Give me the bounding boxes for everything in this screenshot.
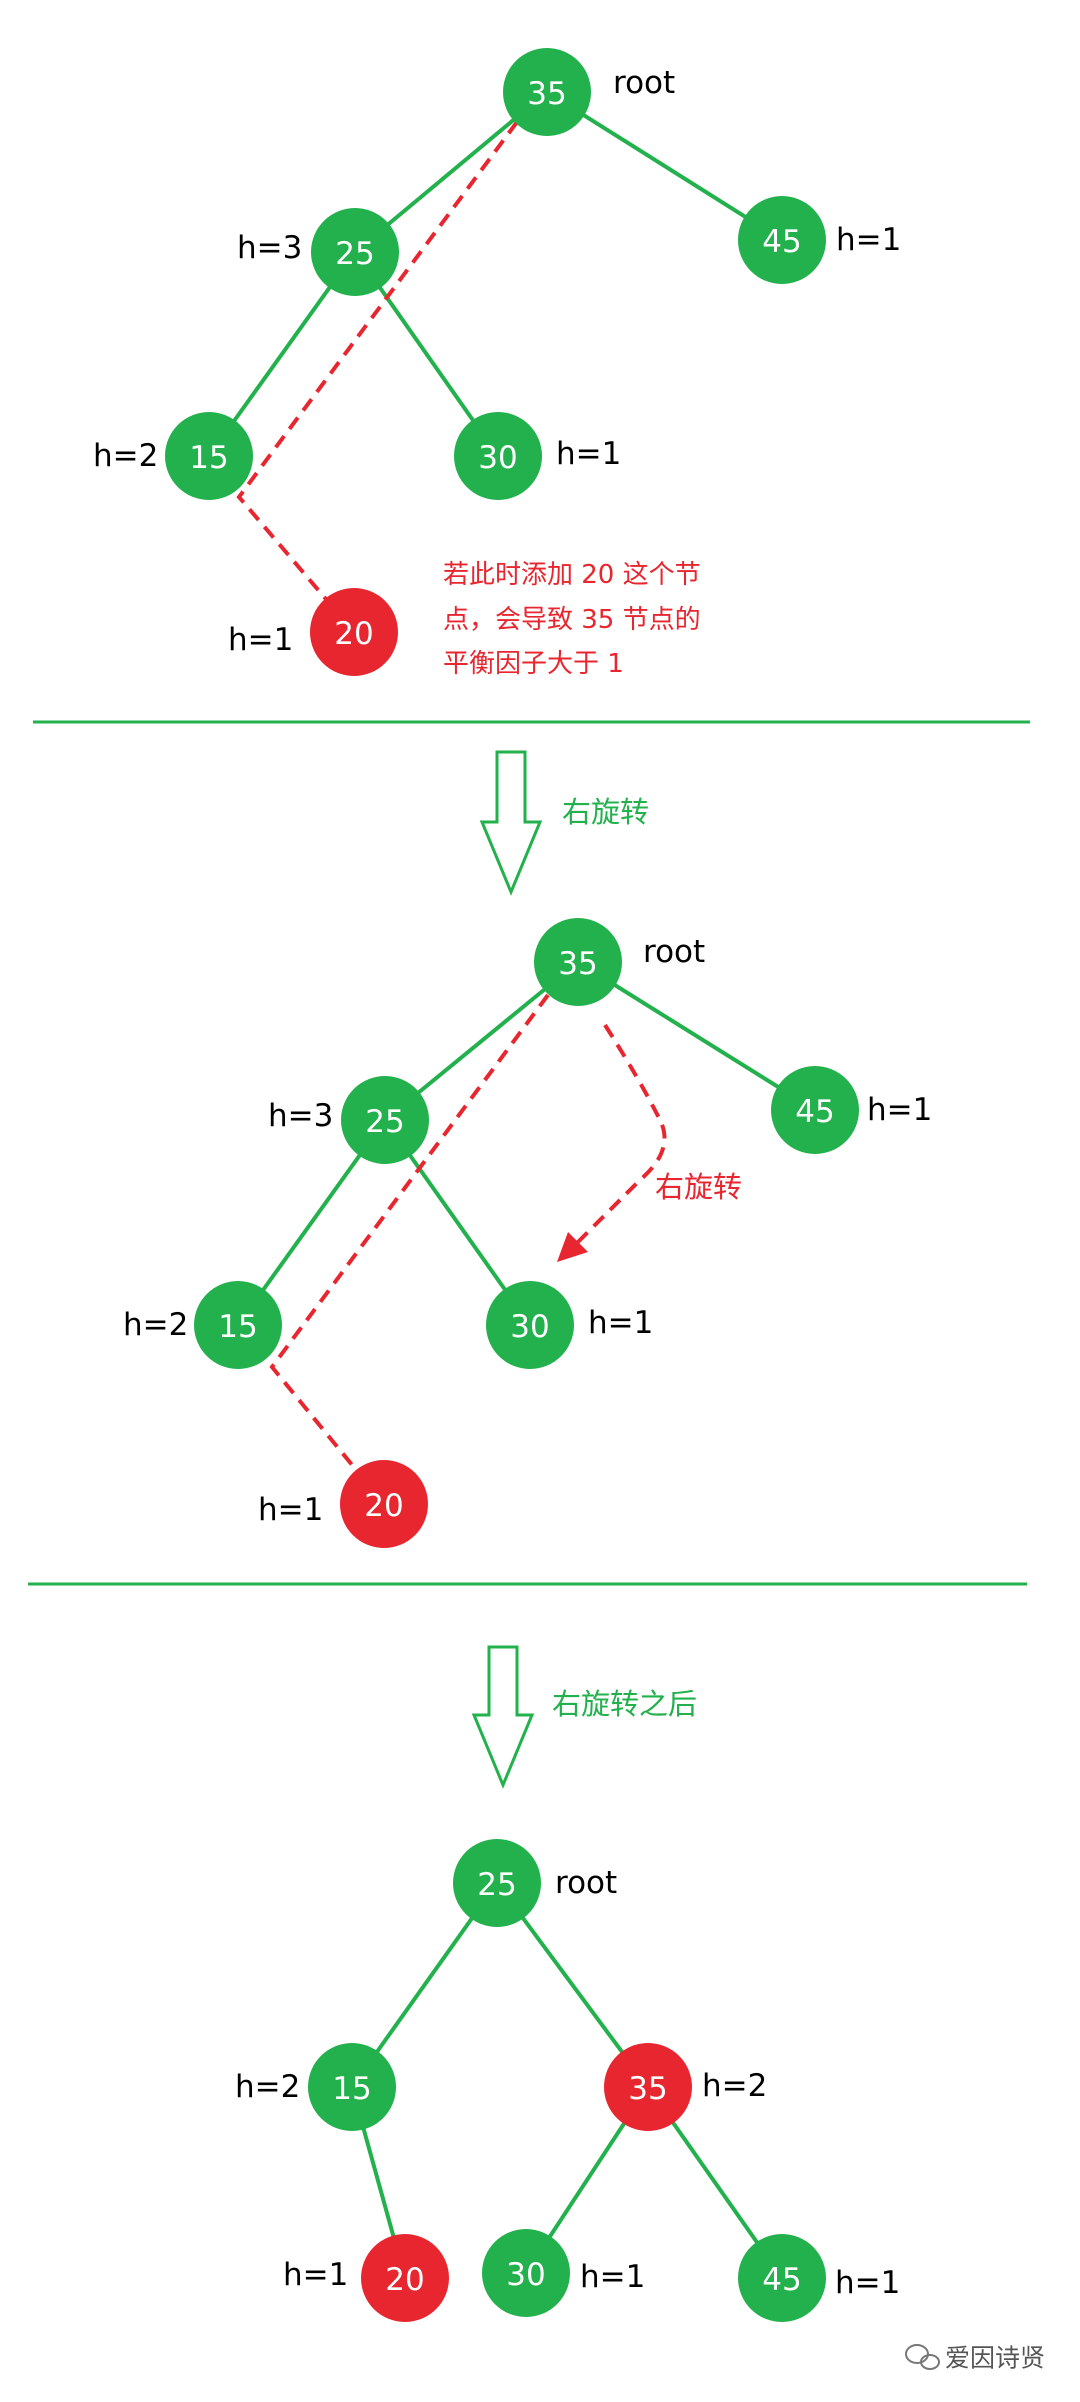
- node-45: 45: [738, 196, 826, 284]
- panel-1-before-insert: 35 25 45 15 30 20 root h=3 h=1 h=2 h=1 h…: [93, 48, 901, 679]
- node-20: 20: [361, 2234, 449, 2322]
- node-15-value: 15: [332, 2071, 371, 2107]
- node-35-value: 35: [628, 2071, 667, 2107]
- watermark-text: 爱因诗贤: [945, 2344, 1045, 2373]
- dashed-insert-path: [236, 120, 519, 634]
- watermark: 爱因诗贤: [905, 2344, 1045, 2373]
- node-15: 15: [165, 412, 253, 500]
- rotate-label: 右旋转: [655, 1170, 742, 1204]
- height-label-15: h=2: [93, 438, 158, 474]
- dashed-insert-path: [269, 993, 550, 1506]
- node-30-value: 30: [478, 440, 517, 476]
- node-15-value: 15: [189, 440, 228, 476]
- node-35: 35: [503, 48, 591, 136]
- node-30-value: 30: [506, 2257, 545, 2293]
- edge-35-45: [576, 960, 817, 1112]
- height-label-45: h=1: [835, 2265, 900, 2301]
- node-30: 30: [486, 1281, 574, 1369]
- node-30: 30: [482, 2229, 570, 2317]
- node-15: 15: [308, 2043, 396, 2131]
- node-35-value: 35: [558, 946, 597, 982]
- height-label-35: h=2: [702, 2068, 767, 2104]
- height-label-45: h=1: [836, 222, 901, 258]
- node-45-value: 45: [762, 2262, 801, 2298]
- panel-2-rotation: 35 25 45 15 30 20 root h=3 h=1 h=2 h=1 h…: [123, 918, 932, 1548]
- down-arrow-2: [471, 1645, 535, 1789]
- node-25-value: 25: [477, 1867, 516, 1903]
- root-label: root: [555, 1865, 617, 1901]
- node-35-value: 35: [527, 76, 566, 112]
- height-label-15: h=2: [123, 1307, 188, 1343]
- height-label-45: h=1: [867, 1092, 932, 1128]
- rotate-arrow-path: [573, 1023, 667, 1247]
- height-label-15: h=2: [235, 2069, 300, 2105]
- node-45-value: 45: [762, 224, 801, 260]
- note-line-2: 点，会导致 35 节点的: [443, 605, 701, 635]
- root-label: root: [613, 65, 675, 101]
- node-25-value: 25: [335, 236, 374, 272]
- height-label-20: h=1: [228, 622, 293, 658]
- down-arrow-1: [479, 750, 543, 896]
- arrow-2-label: 右旋转之后: [552, 1687, 697, 1721]
- node-35: 35: [534, 918, 622, 1006]
- height-label-30: h=1: [580, 2259, 645, 2295]
- node-20: 20: [340, 1460, 428, 1548]
- node-30: 30: [454, 412, 542, 500]
- arrow-1-label: 右旋转: [562, 795, 649, 829]
- edge-35-45: [545, 90, 784, 242]
- node-45-value: 45: [795, 1094, 834, 1130]
- node-45: 45: [771, 1066, 859, 1154]
- node-15-value: 15: [218, 1309, 257, 1345]
- node-45: 45: [738, 2234, 826, 2322]
- node-20-value: 20: [334, 616, 373, 652]
- node-25: 25: [341, 1076, 429, 1164]
- height-label-25: h=3: [268, 1098, 333, 1134]
- note-line-1: 若此时添加 20 这个节: [443, 560, 701, 590]
- height-label-30: h=1: [556, 436, 621, 472]
- node-30-value: 30: [510, 1309, 549, 1345]
- rotate-arrowhead-icon: [557, 1232, 588, 1262]
- node-25-value: 25: [365, 1104, 404, 1140]
- height-label-20: h=1: [258, 1492, 323, 1528]
- node-25: 25: [453, 1839, 541, 1927]
- note-line-3: 平衡因子大于 1: [443, 649, 624, 679]
- node-15: 15: [194, 1281, 282, 1369]
- node-35: 35: [604, 2043, 692, 2131]
- panel-3-after-rotation: 25 15 35 20 30 45 root h=2 h=2 h=1 h=1 h…: [235, 1839, 900, 2322]
- node-25: 25: [311, 208, 399, 296]
- height-label-20: h=1: [283, 2257, 348, 2293]
- height-label-25: h=3: [237, 230, 302, 266]
- root-label: root: [643, 934, 705, 970]
- height-label-30: h=1: [588, 1305, 653, 1341]
- node-20-value: 20: [385, 2262, 424, 2298]
- node-20: 20: [310, 588, 398, 676]
- node-20-value: 20: [364, 1488, 403, 1524]
- wechat-icon: [905, 2344, 940, 2370]
